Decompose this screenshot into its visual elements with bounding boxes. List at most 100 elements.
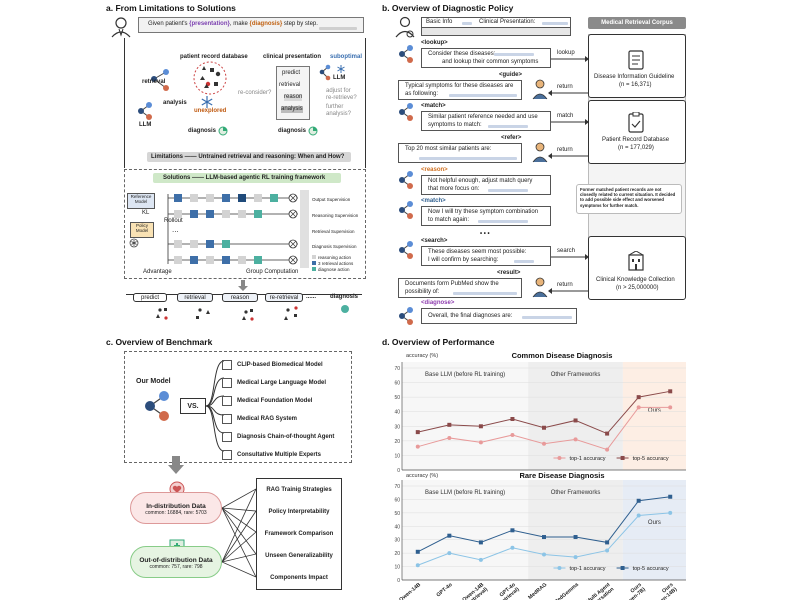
doctor-b-icon [395,16,415,38]
data-point [636,405,641,410]
llm-right-label: LLM [333,75,346,81]
patient-record-icon [628,112,644,133]
y-tick-label: 40 [394,410,400,416]
baseline-list: CLIP-based Biomedical Model Medical Larg… [222,356,334,464]
data-point [510,545,515,550]
x-tick-label: Qwen-14B(retrieval) [461,582,489,600]
stack-analysis: analysis [281,106,303,113]
data-point [478,540,483,545]
data-point [542,535,546,540]
data-point [668,405,673,410]
region-ours-bg [622,480,686,580]
x-tick-label: Multi AgentConversation [582,582,616,600]
baseline-item: Medical Foundation Model [222,392,334,410]
patient-db-label: patient record database [180,54,248,60]
clinical-presentation-label: clinical presentation [263,54,322,60]
analysis-label: analysis [163,100,187,106]
region-base-label: Base LLM (before RL training) [425,490,505,496]
y-axis-label: accuracy (%) [406,473,438,479]
data-point [668,494,673,499]
result-tag: <result> [497,270,521,276]
y-tick-label: 30 [394,424,400,430]
baseline-frame [124,351,352,463]
legend-label-top5: top-5 accuracy [633,456,669,462]
data-point [605,447,610,452]
x-tick-label: Qwen-14B [398,582,422,600]
legend-marker-top5 [620,456,625,460]
x-tick-label: Ours(Qwen-7B) [619,582,647,600]
data-point [542,552,546,557]
prompt-text: Given patient's {presentation}, make {di… [148,21,318,27]
y-tick-label: 10 [394,565,400,571]
y-tick-label: 20 [394,439,400,445]
data-point [478,557,483,562]
limitations-frame [124,38,366,168]
y-tick-label: 40 [394,524,400,530]
data-point [447,551,452,556]
flow-reason: reason [222,293,258,302]
rollout-grid: ... [167,193,298,265]
search-box: These diseases seem most possible: I wil… [421,246,551,266]
our-model-label: Our Model [136,378,171,385]
region-other-bg [528,362,623,470]
region-ours-label: Ours [648,520,661,526]
data-point [573,437,578,442]
region-ours-label: Ours [648,408,661,414]
knowledge-box [588,236,686,300]
solutions-banner: Solutions —— LLM-based agentic RL traini… [153,173,341,183]
patient-db-icon [193,61,227,95]
return1-label: return [557,84,573,90]
data-point [415,563,420,568]
vs-box: VS. [180,398,206,414]
chart-title: Rare Disease Diagnosis [519,471,604,480]
data-point [510,528,515,533]
x-tick-label: MedRAG [527,582,548,600]
refer-box: Top 20 most similar patients are: [398,143,522,163]
snowflake-policy-icon [129,238,139,248]
librarian-icon-1 [532,79,548,100]
sup-reasoning: Reasoning Supervision [312,213,359,218]
diagnose-box: Overall, the final diagnoses are: [421,308,577,324]
y-tick-label: 30 [394,538,400,544]
data-point [415,444,420,449]
reason-tag: <reason> [421,167,448,173]
flow-diagnosis: diagnosis [330,294,359,300]
adjust2-label: re-retrieve? [326,95,357,101]
match-box: Similar patient reference needed and use… [421,111,551,131]
return3-label: return [557,282,573,288]
reflection-note: Former matched patient records are not c… [576,184,682,214]
panel-b-title: b. Overview of Diagnostic Policy [382,3,514,13]
x-tick-label: GPT-4o(retrieval) [494,581,521,600]
flow-dots: ...... [306,294,317,300]
guideline-box [588,34,686,98]
snowflake-small-icon [337,65,345,73]
legend-a: reasoning action 3 retrieval actions dia… [312,255,353,273]
match2-box: Now I will try these symptom combination… [421,206,551,226]
llm-small-icon [319,64,331,81]
basic-info-box: Basic Info Clinical Presentation: [421,17,571,28]
group-computation-label: Group Computation [246,269,299,275]
corpus-header: Medical Retrieval Corpus [588,17,686,29]
data-point [447,422,452,427]
sup-output: Output Supervision [312,197,351,202]
y-tick-label: 60 [394,497,400,503]
baseline-item: Medical Large Language Model [222,374,334,392]
chart-title: Common Disease Diagnosis [512,351,613,360]
prompt-box: Given patient's {presentation}, make {di… [138,17,364,33]
suboptimal-label: suboptimal [330,54,363,60]
baseline-item: Medical RAG System [222,410,334,428]
match2-tag: <match> [421,198,446,204]
legend-label-top5: top-5 accuracy [633,566,669,572]
ood-box: Out-of-distribution Data common: 757, ra… [130,546,222,578]
data-point [510,417,515,421]
model-icon [222,432,232,442]
x-tick-label: Ours(Qwen-14B) [648,582,678,600]
y-tick-label: 60 [394,381,400,387]
y-tick-label: 50 [394,395,400,401]
further-label: further [326,104,344,110]
data-point [573,555,578,560]
region-base-bg [402,362,529,470]
panel-c-title: c. Overview of Benchmark [106,337,213,347]
data-point [636,498,641,503]
guideline-icon [628,50,644,70]
